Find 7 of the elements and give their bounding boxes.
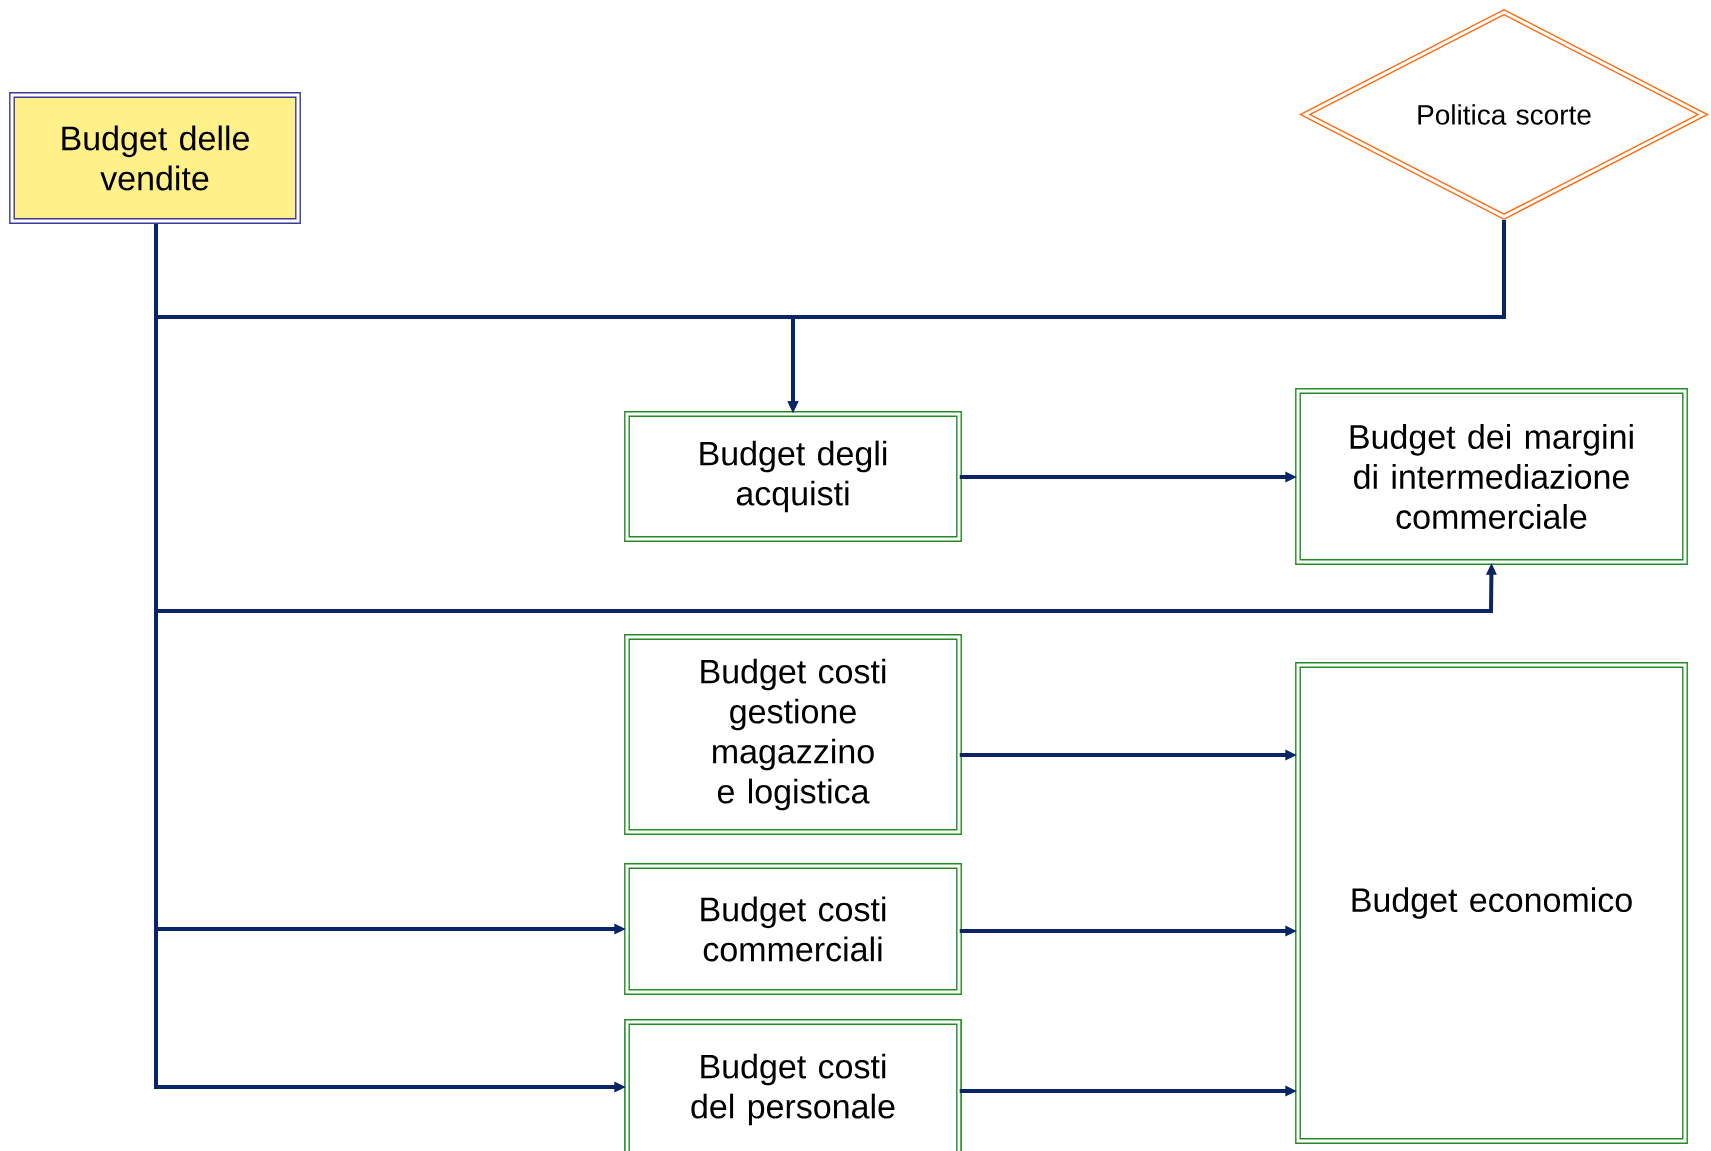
process-box: Budget costi gestione magazzino e logistica [624, 634, 962, 835]
process-box: Budget costi commerciali [624, 863, 962, 995]
process-box: Budget dei margini di intermediazione commerciale [1295, 388, 1688, 565]
process-box: Budget costi del personale [624, 1019, 962, 1151]
process-box: Budget degli acquisti [624, 411, 962, 542]
process-box: Budget economico [1295, 662, 1688, 1144]
start-box: Budget delle vendite [9, 92, 301, 224]
